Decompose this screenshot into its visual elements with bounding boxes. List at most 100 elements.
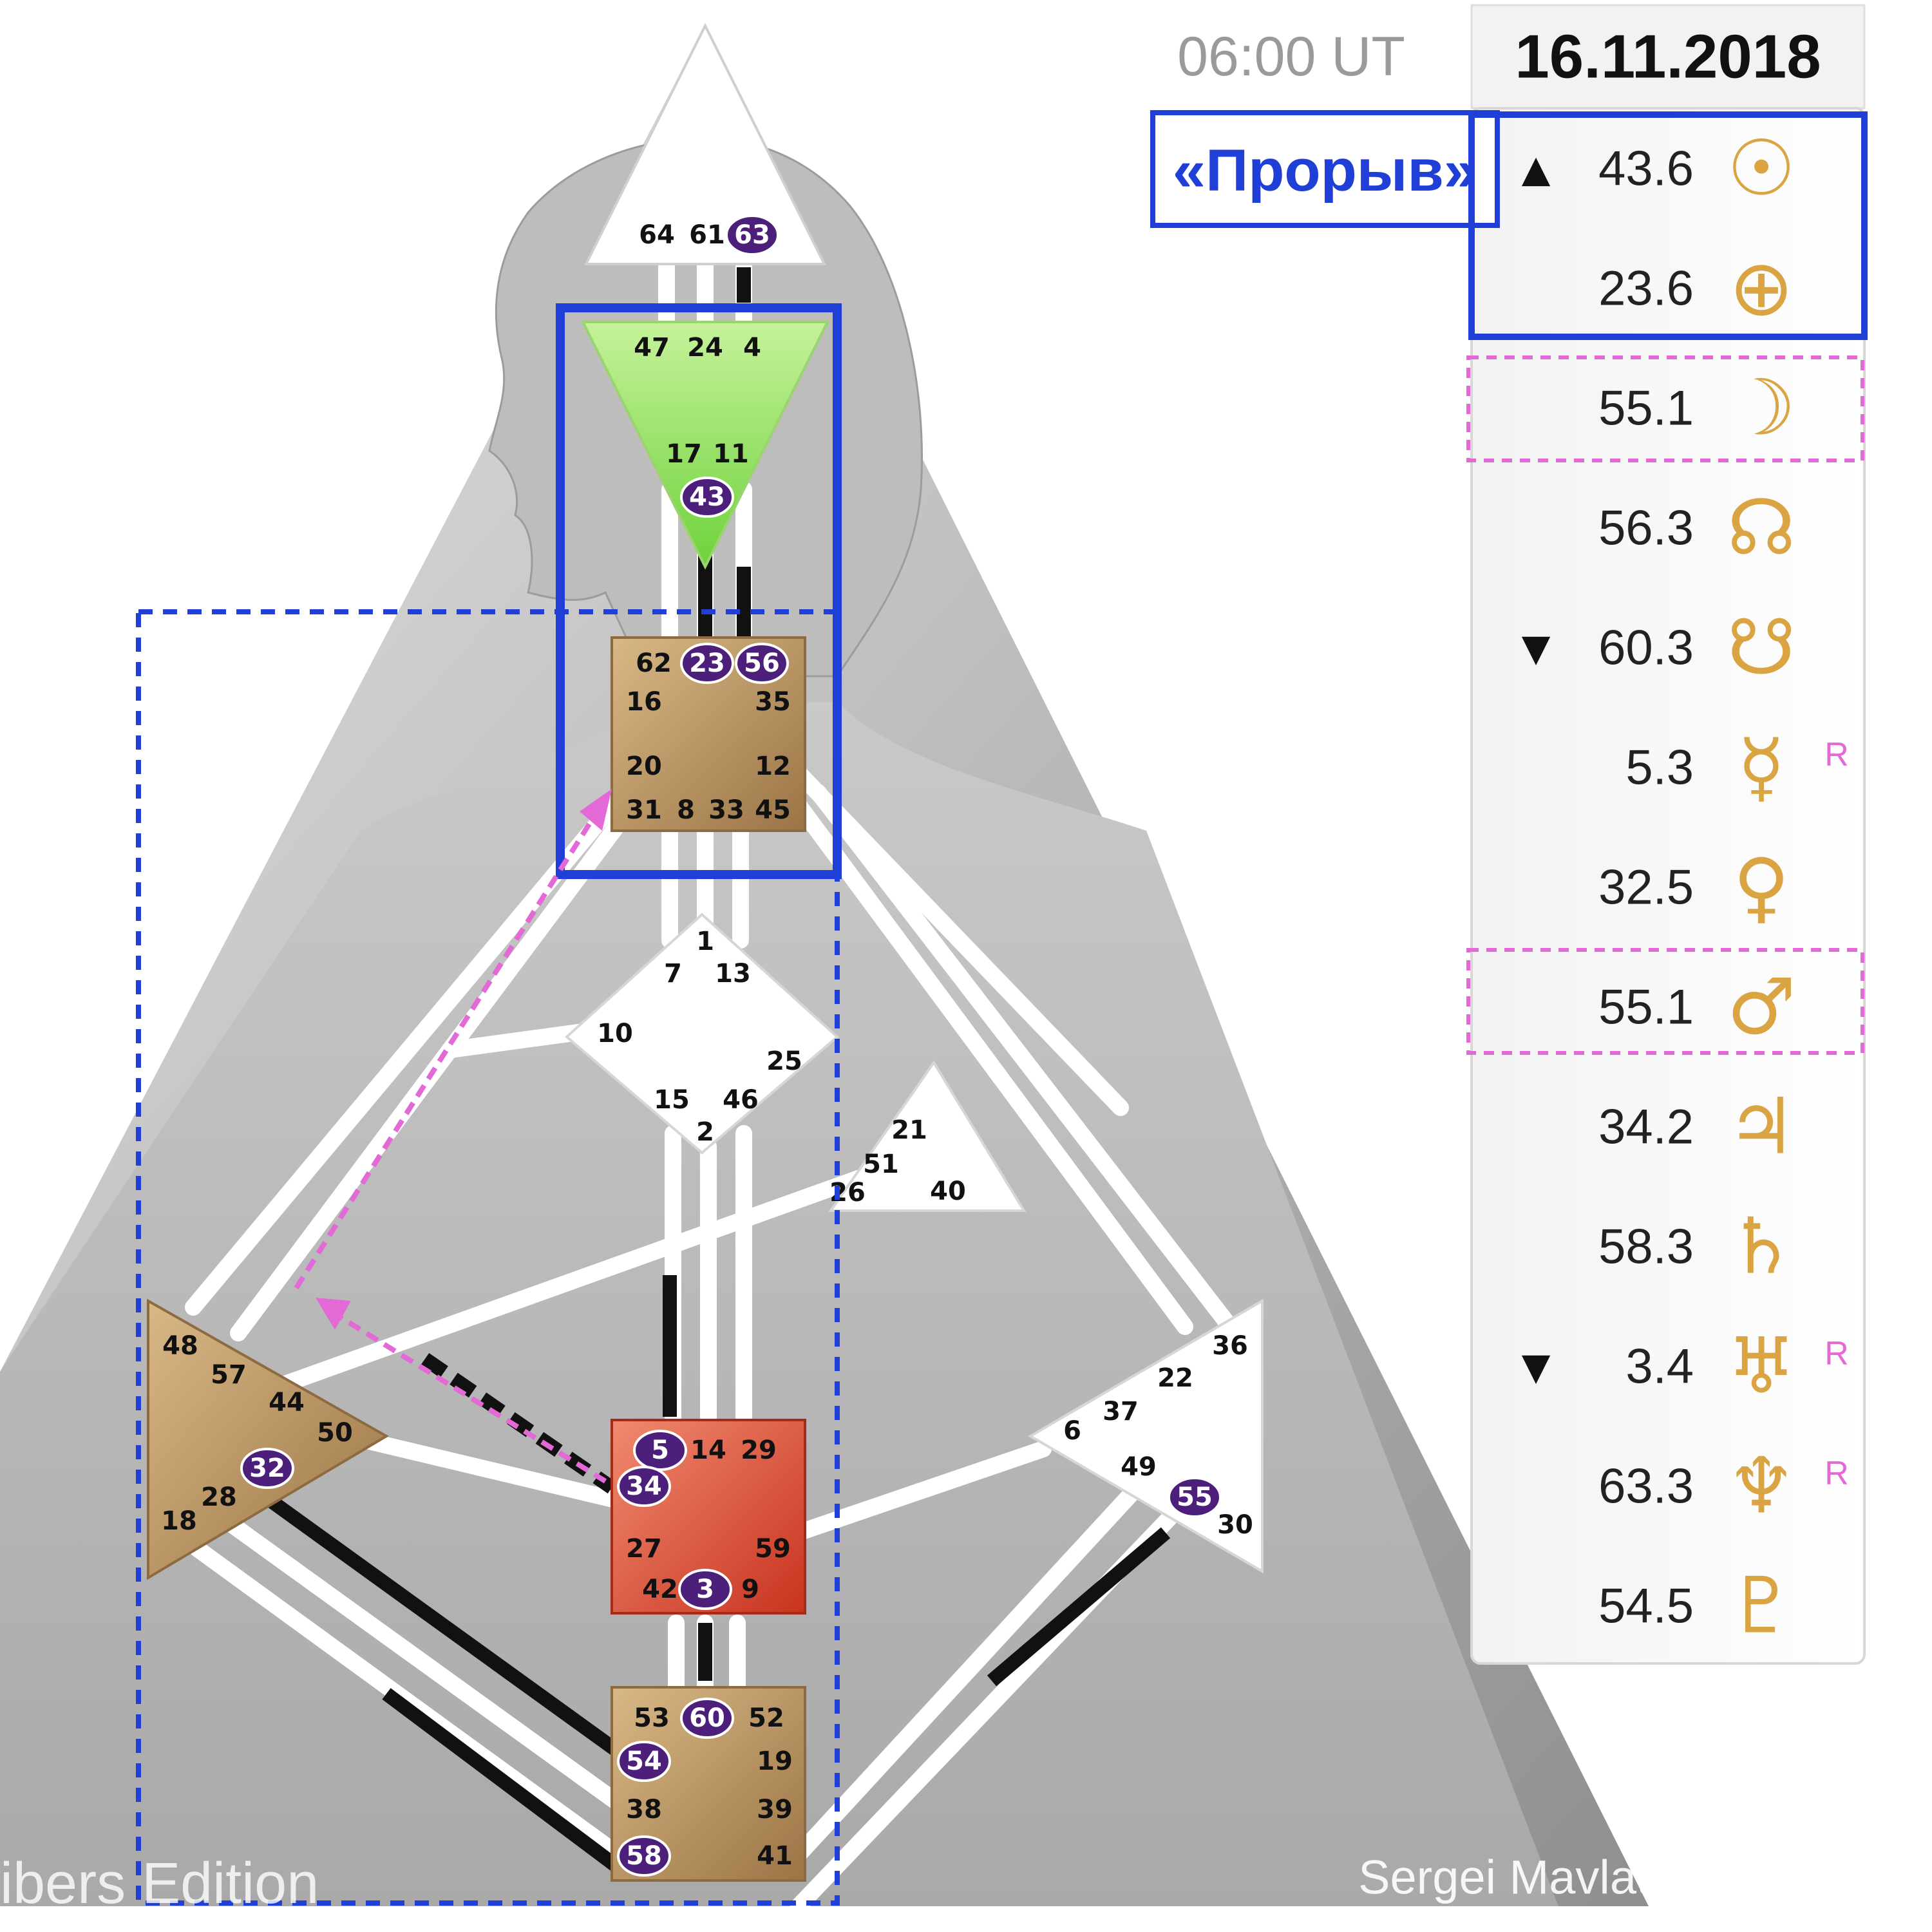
gate-51: 51 — [863, 1150, 899, 1179]
gate-33: 33 — [708, 795, 744, 825]
gate-47: 47 — [634, 333, 670, 363]
moon-highlight-box — [1466, 355, 1864, 462]
gate-59: 59 — [755, 1534, 791, 1564]
date-box — [1470, 4, 1866, 109]
planet-row-north-node: 56.3☊ — [1598, 484, 1795, 573]
gate-24: 24 — [687, 333, 723, 363]
gate-17: 17 — [666, 439, 702, 469]
activated-gate-marker — [678, 1569, 732, 1610]
gate-48: 48 — [162, 1331, 198, 1361]
gate-53: 53 — [634, 1703, 670, 1733]
gate-50: 50 — [317, 1418, 353, 1448]
ego-center — [828, 1060, 1027, 1212]
gate-20: 20 — [626, 752, 662, 781]
gate-29: 29 — [741, 1435, 777, 1465]
activated-gate-marker — [1168, 1477, 1222, 1518]
g-center — [564, 913, 840, 1155]
activated-gate-marker — [633, 1430, 687, 1471]
gate-46: 46 — [723, 1085, 759, 1115]
gate-55: 55 — [1177, 1482, 1213, 1512]
gate-43: 43 — [689, 482, 725, 512]
gate-49: 49 — [1121, 1452, 1157, 1482]
pluto-icon: ♇ — [1727, 1562, 1796, 1651]
planet-gate-line: 55.1 — [1598, 980, 1694, 1035]
gate-12: 12 — [755, 752, 791, 781]
gate-16: 16 — [626, 687, 662, 717]
planet-gate-line: 58.3 — [1598, 1220, 1694, 1274]
planet-row-sun: ▲ 43.6 ☉ — [1522, 124, 1796, 214]
planet-gate-line: 43.6 — [1598, 142, 1694, 196]
retrograde-marker: R — [1824, 1335, 1849, 1372]
gate-3: 3 — [696, 1575, 714, 1604]
planet-gate-line: 54.5 — [1598, 1579, 1694, 1634]
gate-32: 32 — [249, 1454, 285, 1483]
activated-gate-marker — [680, 643, 734, 684]
gate-18: 18 — [161, 1506, 197, 1536]
date-label: 16.11.2018 — [1515, 23, 1821, 91]
gate-11: 11 — [713, 439, 749, 469]
gate-41: 41 — [757, 1841, 793, 1871]
callout-box — [1150, 110, 1500, 228]
gate-58: 58 — [626, 1841, 662, 1871]
uranus-icon: ♅ — [1727, 1322, 1796, 1412]
activated-gate-marker — [725, 214, 779, 256]
planet-gate-line: 63.3 — [1598, 1459, 1694, 1514]
gate-28: 28 — [201, 1482, 237, 1512]
activated-gate-marker — [735, 643, 789, 684]
planet-gate-line: 55.1 — [1598, 381, 1694, 436]
gate-25: 25 — [766, 1046, 802, 1076]
gate-61: 61 — [689, 220, 725, 250]
gate-38: 38 — [626, 1795, 662, 1824]
gate-5: 5 — [651, 1435, 669, 1465]
solid-highlight-box — [556, 303, 842, 879]
mars-icon: ♂ — [1727, 963, 1796, 1052]
gate-27: 27 — [626, 1534, 662, 1564]
activated-gate-marker — [617, 1835, 671, 1877]
planet-row-pluto: 54.5 ♇ — [1598, 1562, 1796, 1651]
gate-7: 7 — [664, 959, 682, 989]
gate-35: 35 — [755, 687, 791, 717]
body-silhouette — [0, 702, 1558, 1906]
edition-label: ibers Edition — [0, 1852, 319, 1916]
planet-row-mercury: 5.3☿R — [1625, 723, 1848, 813]
planet-gate-line: 60.3 — [1598, 621, 1694, 676]
gate-42: 42 — [642, 1575, 678, 1604]
gate-64: 64 — [639, 220, 675, 250]
head-gates: 64 61 63 — [639, 214, 779, 256]
gate-23: 23 — [689, 649, 725, 678]
gate-15: 15 — [654, 1085, 690, 1115]
venus-icon: ♀ — [1733, 843, 1790, 933]
sun-icon: ☉ — [1727, 124, 1796, 214]
mars-highlight-box — [1466, 948, 1864, 1055]
moon-icon: ☽ — [1727, 364, 1796, 453]
activated-gate-marker — [680, 1698, 734, 1739]
activated-gate-marker — [617, 1741, 671, 1782]
planet-row-jupiter: 34.2♃ — [1598, 1083, 1796, 1172]
gate-40: 40 — [930, 1177, 966, 1206]
gate-63: 63 — [734, 220, 770, 250]
gate-56: 56 — [744, 649, 780, 678]
pink-arrowhead-upper — [580, 789, 612, 831]
gate-62: 62 — [636, 649, 672, 678]
triangle-down-icon: ▼ — [1522, 626, 1551, 670]
gate-52: 52 — [748, 1703, 784, 1733]
callout-label: «Прорыв» — [1173, 138, 1477, 204]
gate-21: 21 — [891, 1115, 927, 1145]
gate-30: 30 — [1217, 1510, 1253, 1540]
gate-9: 9 — [741, 1575, 759, 1604]
saturn-icon: ♄ — [1727, 1202, 1796, 1292]
gate-34: 34 — [626, 1472, 662, 1501]
gate-1: 1 — [696, 927, 714, 956]
planet-row-moon: 55.1 ☽ — [1598, 364, 1796, 453]
pink-arrowhead-lower — [316, 1298, 351, 1330]
pink-arrow-path — [294, 797, 608, 1484]
gate-57: 57 — [211, 1360, 247, 1390]
triangle-up-icon: ▲ — [1522, 147, 1551, 191]
planet-row-neptune: 63.3♆R — [1598, 1442, 1849, 1531]
gate-44: 44 — [269, 1388, 305, 1417]
